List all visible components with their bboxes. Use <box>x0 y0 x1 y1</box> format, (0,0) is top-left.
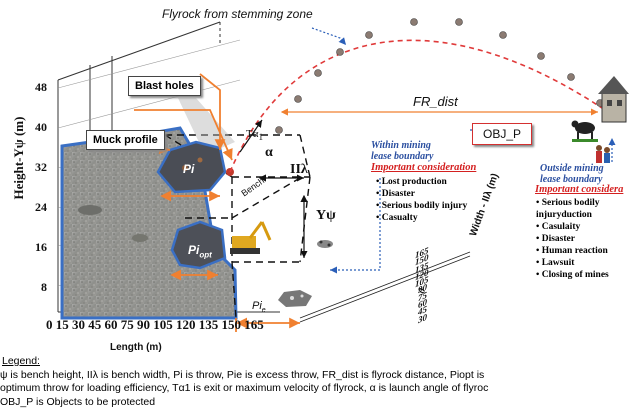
within-title-line: Within mining <box>371 140 431 151</box>
bench-height-label: Yψ <box>316 208 336 223</box>
y-tick: 24 <box>35 200 47 214</box>
people-icon <box>596 145 610 163</box>
house-icon <box>598 76 629 123</box>
x-tick: 135 <box>198 317 219 332</box>
excavator-icon <box>230 221 272 254</box>
t-alpha-text: Tα <box>246 128 259 140</box>
legend-line: OBJ_P is Objects to be protected <box>0 395 156 408</box>
legend-line: ψ is bench height, IIλ is bench width, P… <box>0 368 485 381</box>
outside-title-line: lease boundary <box>540 174 603 185</box>
x-tick: 45 <box>88 317 102 332</box>
x-axis-label: Length (m) <box>110 342 162 353</box>
x-tick: 30 <box>72 317 85 332</box>
alpha-label: α <box>265 145 273 160</box>
outside-item: Lawsuit <box>536 257 629 269</box>
diagram-title: Flyrock from stemming zone <box>162 7 313 21</box>
outside-item: Casulaity <box>536 221 629 233</box>
rock-boulder <box>132 234 148 242</box>
title-callout <box>311 27 347 46</box>
outside-item: Serious bodily injuryduction <box>536 197 629 221</box>
rock-boulder <box>78 205 102 215</box>
flyrock-points <box>275 18 604 134</box>
pie-sub: e <box>261 307 266 315</box>
blast-holes-label: Blast holes <box>128 76 201 96</box>
x-tick: 120 <box>176 317 196 332</box>
legend: Legend: ψ is bench height, IIλ is bench … <box>0 355 629 409</box>
within-item: Lost production <box>376 176 467 188</box>
obj-p-label: OBJ_P <box>472 123 533 145</box>
within-item: Disaster <box>376 188 467 200</box>
y-axis-label: Height-Yψ (m) <box>11 116 26 200</box>
muck-pile-pie <box>278 290 312 307</box>
pi-label: Pi <box>183 162 195 176</box>
within-title: Within mining lease boundary <box>371 140 434 162</box>
x-tick: 165 <box>244 317 264 332</box>
pie-label: Pie <box>252 300 266 314</box>
x-tick: 105 <box>153 317 173 332</box>
y-tick: 48 <box>35 80 47 94</box>
within-title-line: lease boundary <box>371 151 434 162</box>
legend-heading: Legend: <box>2 355 40 367</box>
piopt-sub: opt <box>199 250 212 260</box>
outside-list: Serious bodily injuryduction Casulaity D… <box>536 197 629 281</box>
z-tick-column: 165 150 135 120 105 90 75 60 45 30 <box>415 245 429 326</box>
debris-icon <box>317 240 333 248</box>
x-tick: 15 <box>55 317 69 332</box>
y-tick: 16 <box>35 240 47 254</box>
piopt-text: Pi <box>188 243 200 257</box>
outside-title-line: Outside mining <box>540 163 604 174</box>
within-heading: Important consideration <box>371 162 477 173</box>
y-tick: 40 <box>35 120 47 134</box>
outside-item: Closing of mines <box>536 269 629 281</box>
muck-pile-piopt <box>170 220 227 270</box>
fr-dist-label: FR_dist <box>413 94 458 109</box>
muck-profile-label: Muck profile <box>86 130 165 150</box>
x-tick: 90 <box>137 317 150 332</box>
within-callout <box>330 178 381 274</box>
legend-line: optimum throw for loading efficiency, Tα… <box>0 382 489 394</box>
y-tick: 32 <box>35 160 47 174</box>
outside-title: Outside mining lease boundary <box>540 163 604 185</box>
outside-item: Disaster <box>536 233 629 245</box>
x-tick-labels: 0 15 30 45 60 75 90 105 120 135 150 165 <box>46 317 264 333</box>
cattle-icon <box>571 120 598 142</box>
within-item: Serious bodily injury <box>376 200 468 212</box>
pie-text: Pi <box>252 300 262 312</box>
piopt-label: Piopt <box>188 243 212 259</box>
within-item: Casualty <box>376 212 467 224</box>
within-list: Lost production Disaster Serious bodily … <box>376 176 468 224</box>
x-tick: 60 <box>104 317 118 332</box>
y-tick: 8 <box>41 280 47 294</box>
x-tick: 150 <box>221 317 242 332</box>
outside-item: Human reaction <box>536 245 629 257</box>
dimension-arrows <box>239 119 308 258</box>
flyrock-trajectory <box>229 39 609 173</box>
width-axis-lines <box>299 251 471 323</box>
t-alpha-label: Tα1 <box>246 128 263 142</box>
bench-width-label: IIλ <box>290 162 308 177</box>
t-alpha-sub: 1 <box>258 132 264 143</box>
x-tick: 75 <box>120 317 134 332</box>
x-tick: 0 <box>46 317 53 332</box>
outside-heading: Important considera <box>535 184 624 195</box>
